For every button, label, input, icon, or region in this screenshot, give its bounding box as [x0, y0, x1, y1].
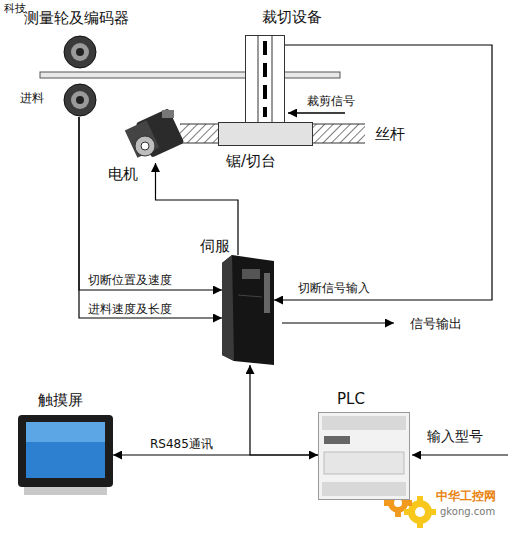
servo-motor-shape [128, 108, 183, 163]
connector [79, 117, 222, 318]
servo-drive-shape [222, 255, 274, 365]
saw-table: 锯/切台 [218, 122, 313, 146]
node-label: 伺服 [200, 237, 230, 255]
model-input-arrow [412, 455, 508, 456]
touchscreen: 触摸屏 [18, 415, 113, 495]
infeed-label: 进料 [20, 91, 44, 106]
node-label: 丝杆 [375, 125, 405, 143]
node-label: PLC [337, 390, 365, 408]
servo-drive: 伺服 [222, 255, 274, 365]
encoder-rollers-shape [59, 35, 101, 117]
encoder-rollers: 测量轮及编码器 [59, 35, 101, 117]
watermark-text: 科技 [4, 2, 26, 16]
watermark-text: gkong.com [440, 505, 495, 518]
node-label: 锯/切台 [226, 152, 276, 170]
connector [156, 163, 239, 255]
connector [250, 365, 318, 455]
cut-signal-arrow [288, 113, 345, 114]
connector [274, 45, 492, 300]
signal-output-arrow [282, 323, 394, 324]
servo-motor: 电机 [128, 108, 183, 163]
signal-name: 信号输出 [410, 316, 462, 332]
cutting-device: 裁切设备 [245, 35, 285, 123]
watermark-text: 中华工控网 [436, 489, 496, 504]
signal-name: 输入型号 [427, 428, 483, 445]
node-label: 触摸屏 [38, 391, 83, 409]
connector [113, 454, 318, 455]
node-label: 裁切设备 [262, 8, 322, 26]
saw-table-shape [218, 122, 313, 146]
touchscreen-shape [18, 415, 113, 495]
edge-label: 切断信号输入 [298, 281, 370, 295]
node-label: 电机 [108, 165, 138, 183]
edge-label: RS485通讯 [150, 437, 213, 451]
plc-unit: PLC [318, 412, 410, 500]
cutting-device-shape [245, 35, 285, 123]
edge-label: 切断位置及速度 [88, 273, 172, 287]
signal-name: 裁剪信号 [307, 94, 355, 109]
node-label: 测量轮及编码器 [24, 9, 129, 27]
edge-label: 进料速度及长度 [88, 302, 172, 316]
plc-unit-shape [318, 412, 410, 500]
material-strip [40, 72, 340, 78]
